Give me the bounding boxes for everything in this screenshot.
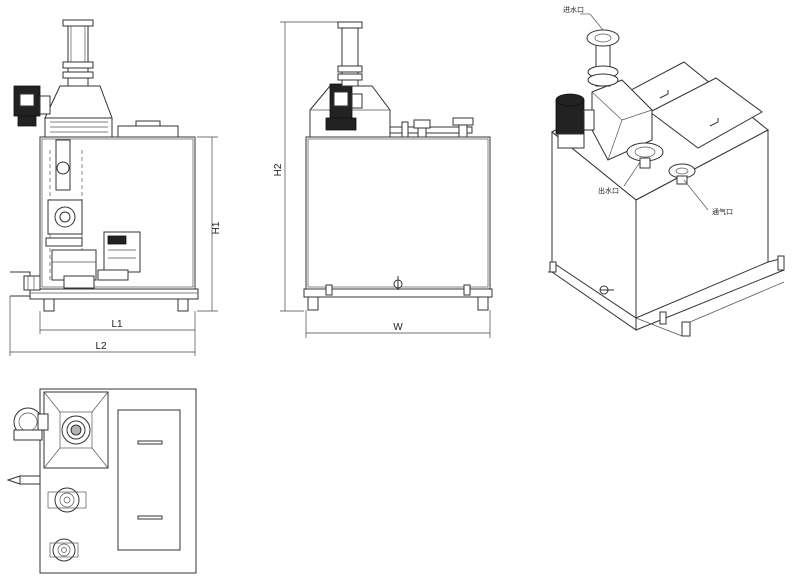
- inlet-top-label: 进水口: [563, 5, 584, 14]
- outlet-label: 出水口: [598, 186, 619, 195]
- vent-label: 通气口: [712, 207, 733, 216]
- plan-view: [6, 388, 197, 574]
- dim-l2: L2: [9, 296, 196, 356]
- plan-outlet-flange: [54, 487, 80, 513]
- l1-label: L1: [111, 319, 123, 330]
- plan-vent-flange: [52, 538, 76, 562]
- isometric-view: 进水口 出水口 通气口: [548, 5, 785, 337]
- dim-h1: H1: [197, 136, 222, 312]
- dim-w: W: [305, 310, 491, 338]
- front-base-frame: [29, 288, 199, 300]
- dim-l1: L1: [39, 311, 196, 334]
- side-outlet-pipe: [389, 126, 473, 134]
- l2-label: L2: [95, 341, 107, 352]
- front-hopper: [44, 85, 113, 119]
- h1-label: H1: [211, 221, 222, 234]
- plan-inlet-stub: [19, 475, 41, 485]
- front-cover-lid: [117, 125, 179, 138]
- dim-h2: H2: [273, 21, 338, 312]
- front-view: H1 L1 L2: [9, 19, 222, 356]
- w-label: W: [393, 322, 403, 333]
- side-tank-body: [305, 136, 491, 290]
- plan-cover: [117, 409, 181, 551]
- iso-cover-lid: [649, 77, 763, 149]
- side-view: H2 W: [273, 21, 493, 338]
- h2-label: H2: [273, 163, 284, 176]
